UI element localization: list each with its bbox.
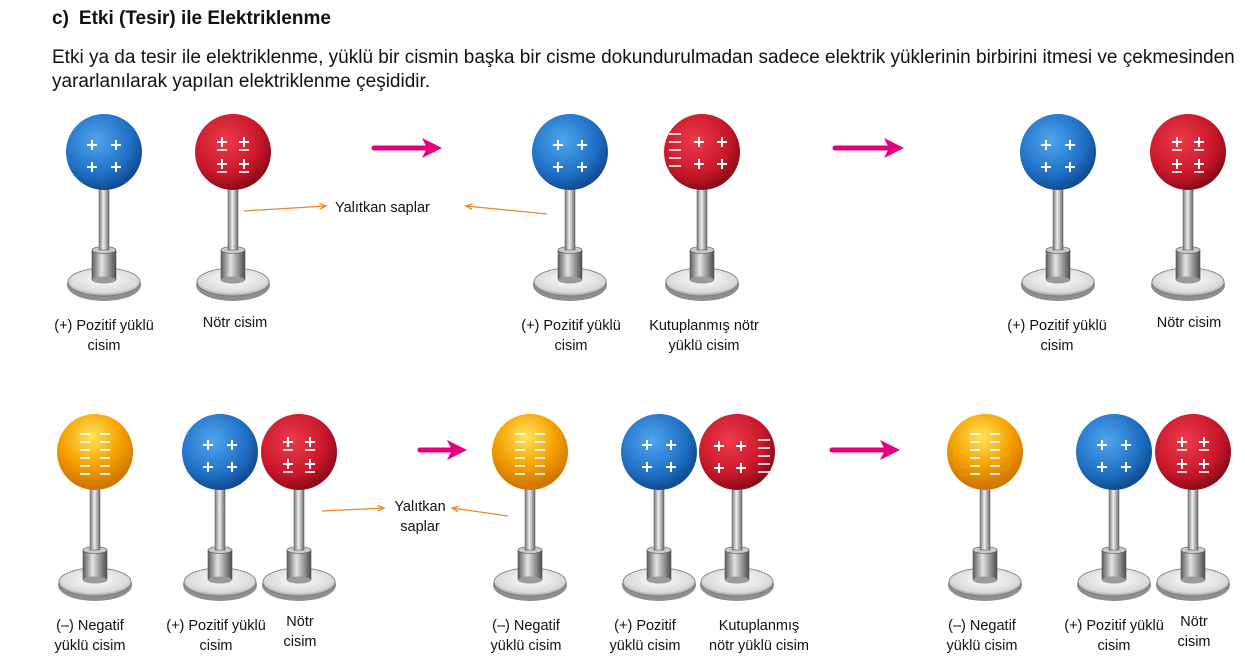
charged-sphere — [66, 114, 142, 190]
pointer-arrow — [243, 203, 328, 212]
negative-charged-sphere-stand — [492, 414, 568, 601]
insulating-rod — [653, 483, 665, 551]
pointer-arrow — [450, 505, 509, 517]
charge-signs — [1097, 440, 1131, 472]
negative-charged-sphere-stand — [947, 414, 1023, 601]
charged-sphere — [195, 114, 271, 190]
charged-sphere — [57, 414, 133, 490]
section-heading: c) Etki (Tesir) ile Elektriklenme — [52, 8, 331, 30]
charged-sphere — [261, 414, 337, 490]
charge-signs — [1172, 137, 1204, 173]
insulating-rod — [696, 183, 708, 251]
positive-charged-sphere-stand — [182, 414, 258, 601]
neutral-sphere-stand — [664, 114, 740, 301]
negative-charged-sphere-stand — [57, 414, 133, 601]
charge-signs — [283, 437, 315, 473]
positive-charged-sphere-stand — [621, 414, 697, 601]
process-arrow — [832, 138, 904, 158]
neutral-sphere-stand — [699, 414, 775, 601]
label-neutral-body: Nötr cisim — [1156, 315, 1222, 331]
charge-signs — [714, 439, 770, 473]
charged-sphere — [1155, 414, 1231, 490]
insulating-rod — [214, 483, 226, 551]
charge-signs — [1177, 437, 1209, 473]
pointer-arrow — [464, 203, 548, 215]
charged-sphere — [699, 414, 775, 490]
charge-signs — [87, 140, 121, 172]
insulating-rod — [293, 483, 305, 551]
insulating-rod — [1187, 483, 1199, 551]
label-insulator-stems: Yalıtkan saplar — [335, 200, 430, 216]
charge-signs — [553, 140, 587, 172]
charge-signs — [80, 433, 110, 475]
charge-signs — [203, 440, 237, 472]
positive-charged-sphere-stand — [1076, 414, 1152, 601]
insulating-rod — [1182, 183, 1194, 251]
positive-charged-sphere-stand — [1020, 114, 1096, 301]
process-arrow — [417, 440, 467, 460]
charged-sphere — [1076, 414, 1152, 490]
insulating-rod — [1108, 483, 1120, 551]
label-neutral-body: Nötr cisim — [202, 315, 268, 331]
description-paragraph: Etki ya da tesir ile elektriklenme, yükl… — [52, 47, 1235, 92]
insulating-rod — [1052, 183, 1064, 251]
charge-signs — [515, 433, 545, 475]
insulating-rod — [89, 483, 101, 551]
insulating-rod — [564, 183, 576, 251]
charge-signs — [1041, 140, 1075, 172]
insulating-rod — [979, 483, 991, 551]
insulating-rod — [227, 183, 239, 251]
neutral-sphere-stand — [261, 414, 337, 601]
insulating-rod — [731, 483, 743, 551]
positive-charged-sphere-stand — [66, 114, 142, 301]
charge-signs — [669, 133, 727, 169]
section-title: Etki (Tesir) ile Elektriklenme — [78, 8, 331, 29]
process-arrow — [371, 138, 442, 158]
charge-signs — [970, 433, 1000, 475]
insulating-rod — [98, 183, 110, 251]
charged-sphere — [492, 414, 568, 490]
neutral-sphere-stand — [1155, 414, 1231, 601]
charged-sphere — [621, 414, 697, 490]
charged-sphere — [947, 414, 1023, 490]
charged-sphere — [1020, 114, 1096, 190]
charged-sphere — [1150, 114, 1226, 190]
section-letter: c) — [52, 8, 69, 29]
charge-signs — [217, 137, 249, 173]
charge-signs — [642, 440, 676, 472]
charged-sphere — [182, 414, 258, 490]
pointer-arrow — [321, 504, 386, 512]
process-arrow — [829, 440, 900, 460]
neutral-sphere-stand — [195, 114, 271, 301]
positive-charged-sphere-stand — [532, 114, 608, 301]
charged-sphere — [532, 114, 608, 190]
charged-sphere — [664, 114, 740, 190]
neutral-sphere-stand — [1150, 114, 1226, 301]
insulating-rod — [524, 483, 536, 551]
